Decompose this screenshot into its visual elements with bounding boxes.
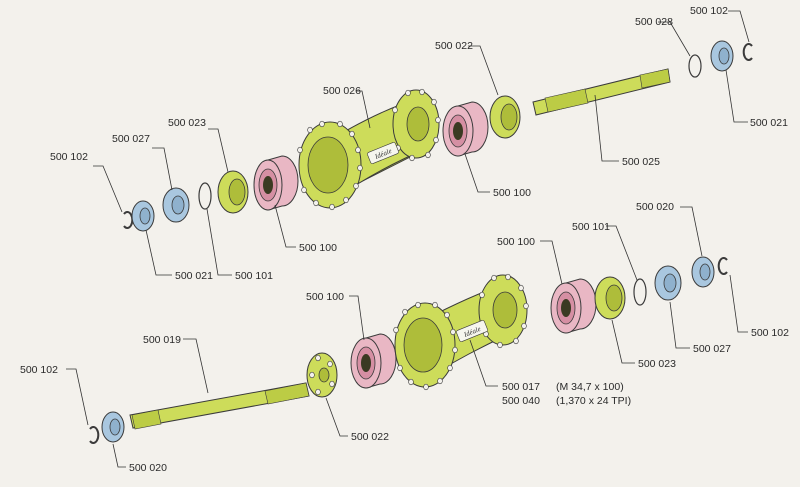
bottom-left-circlip xyxy=(89,426,100,444)
label-bot-500019: 500 019 xyxy=(143,334,181,346)
label-bot-500020-left: 500 020 xyxy=(129,462,167,474)
label-bot-500102-right: 500 102 xyxy=(751,327,789,339)
label-top-500102-left: 500 102 xyxy=(50,151,88,163)
bottom-right-locknut xyxy=(654,265,682,301)
top-right-circlip xyxy=(742,43,753,61)
bottom-hub-assembly: Idéale xyxy=(66,206,748,468)
label-bot-500017: 500 017 xyxy=(502,381,540,393)
top-leader-lines xyxy=(93,10,750,276)
top-left-washer xyxy=(198,182,212,210)
bottom-left-bearing xyxy=(350,333,397,389)
top-left-bearing xyxy=(253,155,299,211)
label-top-500028: 500 028 xyxy=(635,16,673,28)
top-hub-assembly: Idéale xyxy=(93,10,753,276)
label-bot-500100-left: 500 100 xyxy=(306,291,344,303)
bottom-right-washer xyxy=(633,278,647,306)
label-top-500023: 500 023 xyxy=(168,117,206,129)
bottom-axle xyxy=(129,382,310,430)
top-left-circlip xyxy=(123,211,134,229)
bottom-leader-lines xyxy=(66,206,748,468)
bottom-right-cone xyxy=(691,256,715,288)
part-labels: 500 102 500 028 500 022 500 026 500 021 … xyxy=(20,5,789,474)
bottom-right-bearing xyxy=(550,278,597,334)
bottom-right-dust-cap xyxy=(594,276,626,320)
label-top-500101: 500 101 xyxy=(235,270,273,282)
label-bot-500020-right: 500 020 xyxy=(636,201,674,213)
top-hub-shell: Idéale xyxy=(297,88,441,211)
label-top-500026: 500 026 xyxy=(323,85,361,97)
top-right-washer xyxy=(688,54,702,78)
label-top-500022: 500 022 xyxy=(435,40,473,52)
top-left-locknut xyxy=(162,187,190,223)
label-top-500100-left: 500 100 xyxy=(299,242,337,254)
label-bot-500040: 500 040 xyxy=(502,395,540,407)
top-right-bearing xyxy=(442,101,489,157)
top-right-dust-cap xyxy=(489,95,521,139)
label-top-500100-right: 500 100 xyxy=(493,187,531,199)
label-bot-500022: 500 022 xyxy=(351,431,389,443)
label-bot-500017-spec: (M 34,7 x 100) xyxy=(556,381,624,393)
label-top-500102-right: 500 102 xyxy=(690,5,728,17)
label-bot-500023: 500 023 xyxy=(638,358,676,370)
label-bot-500027: 500 027 xyxy=(693,343,731,355)
label-bot-500102-left: 500 102 xyxy=(20,364,58,376)
bottom-hub-shell: Idéale xyxy=(393,273,529,391)
bottom-left-dust-cap xyxy=(306,352,338,398)
top-left-dust-cap xyxy=(217,170,249,214)
bottom-right-circlip xyxy=(717,257,728,275)
top-left-cone xyxy=(131,200,155,232)
top-axle xyxy=(532,68,671,116)
label-bot-500100-right: 500 100 xyxy=(497,236,535,248)
label-bot-500040-spec: (1,370 x 24 TPI) xyxy=(556,395,631,407)
label-top-500027: 500 027 xyxy=(112,133,150,145)
label-top-500021-right: 500 021 xyxy=(750,117,788,129)
bottom-left-cone xyxy=(101,411,125,443)
label-top-500025: 500 025 xyxy=(622,156,660,168)
top-right-cone xyxy=(710,40,734,72)
label-top-500021-left: 500 021 xyxy=(175,270,213,282)
label-bot-500101: 500 101 xyxy=(572,221,610,233)
